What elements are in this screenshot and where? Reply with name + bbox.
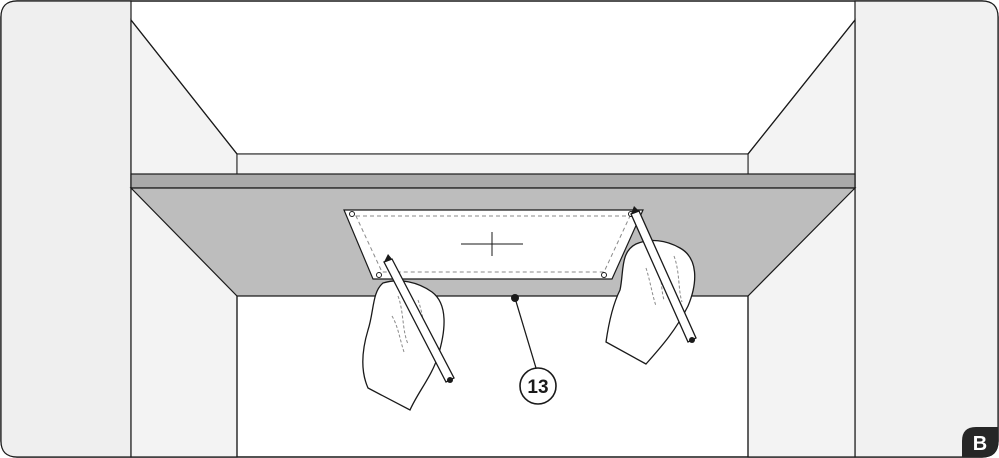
drilling-template (343, 209, 644, 280)
right-pencil-end (689, 337, 695, 343)
part-callout: 13 (511, 294, 557, 405)
left-pencil-end (447, 377, 453, 383)
right-wall (854, 0, 999, 458)
template-hole-top-left (349, 211, 355, 217)
right-hand (605, 239, 696, 365)
template-hole-bottom-left (376, 272, 382, 278)
left-hand-with-pencil (362, 254, 455, 411)
left-hand (362, 280, 445, 411)
left-wall (0, 0, 132, 458)
back-wall (236, 153, 749, 175)
left-pencil (383, 258, 455, 383)
callout-number: 13 (527, 377, 548, 398)
left-pencil-tip (384, 254, 392, 262)
right-pencil-tip (631, 206, 639, 214)
figure-badge: B (962, 427, 998, 457)
callout-circle (519, 367, 557, 405)
template-cutout-outline (355, 215, 631, 273)
figure-badge-bg (962, 427, 998, 457)
right-hand-with-pencil (605, 206, 697, 365)
callout-leader-line (514, 297, 537, 369)
cabinet-front-edge (130, 173, 856, 189)
figure-badge-letter: B (973, 433, 987, 455)
ceiling-line-left (130, 19, 238, 155)
template-hole-bottom-right (601, 272, 607, 278)
ceiling-line-right (747, 19, 856, 155)
